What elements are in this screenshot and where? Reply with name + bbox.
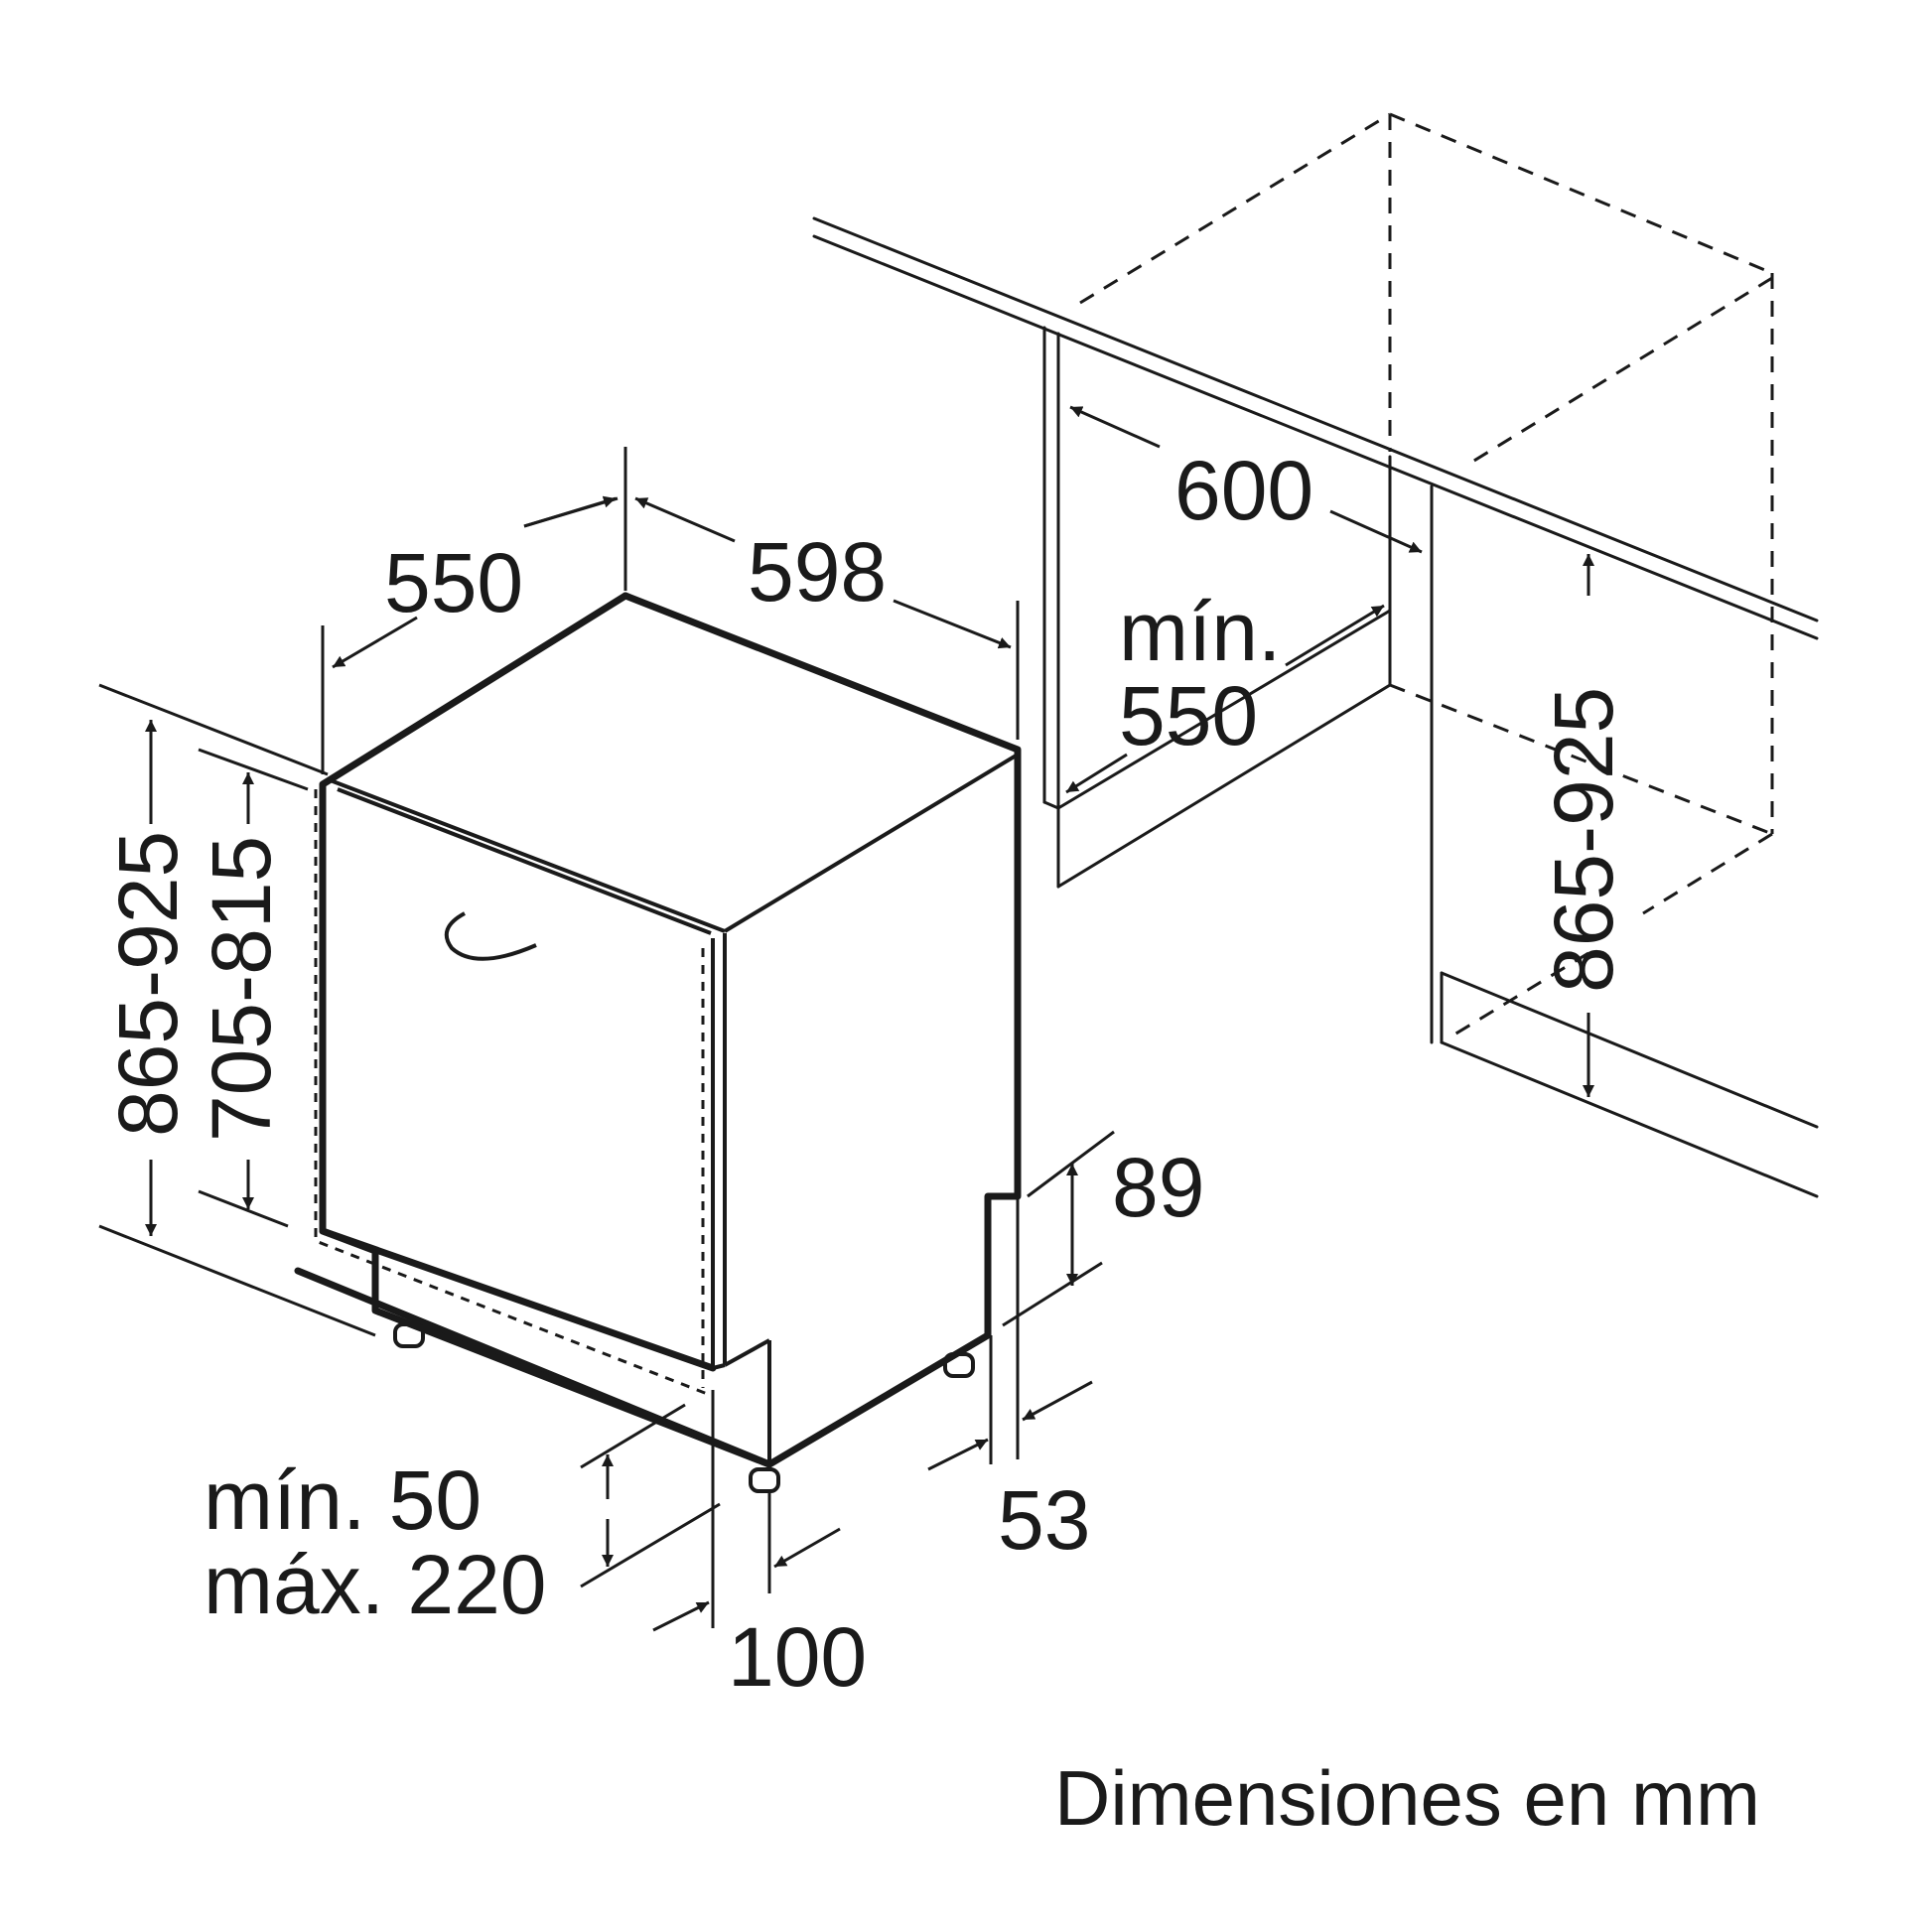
label-plinth-max: máx. 220 <box>204 1538 547 1631</box>
foot-left <box>393 1322 425 1348</box>
caption: Dimensiones en mm <box>1054 1754 1760 1842</box>
label-niche-width: 600 <box>1174 444 1313 537</box>
installation-niche <box>812 112 1819 1198</box>
label-plinth-min: mín. 50 <box>204 1453 482 1547</box>
foot-front <box>749 1467 780 1493</box>
dimension-labels: 550 598 600 mín. 550 865-925 705-815 865… <box>101 444 1760 1842</box>
dimension-lines <box>98 405 1594 1632</box>
label-niche-depth-value: 550 <box>1119 669 1258 762</box>
label-depth: 550 <box>384 536 523 629</box>
foot-right <box>943 1352 975 1378</box>
label-niche-depth-min: mín. <box>1119 585 1281 678</box>
label-plinth-recess: 53 <box>998 1473 1090 1567</box>
label-height-left: 865-925 <box>101 831 195 1137</box>
label-niche-height: 865-925 <box>1537 687 1630 993</box>
label-plinth-height: 89 <box>1112 1141 1204 1234</box>
label-door-height: 705-815 <box>195 836 288 1142</box>
label-width: 598 <box>748 525 887 619</box>
dishwasher-body <box>294 592 1022 1493</box>
label-door-offset: 100 <box>728 1610 867 1704</box>
